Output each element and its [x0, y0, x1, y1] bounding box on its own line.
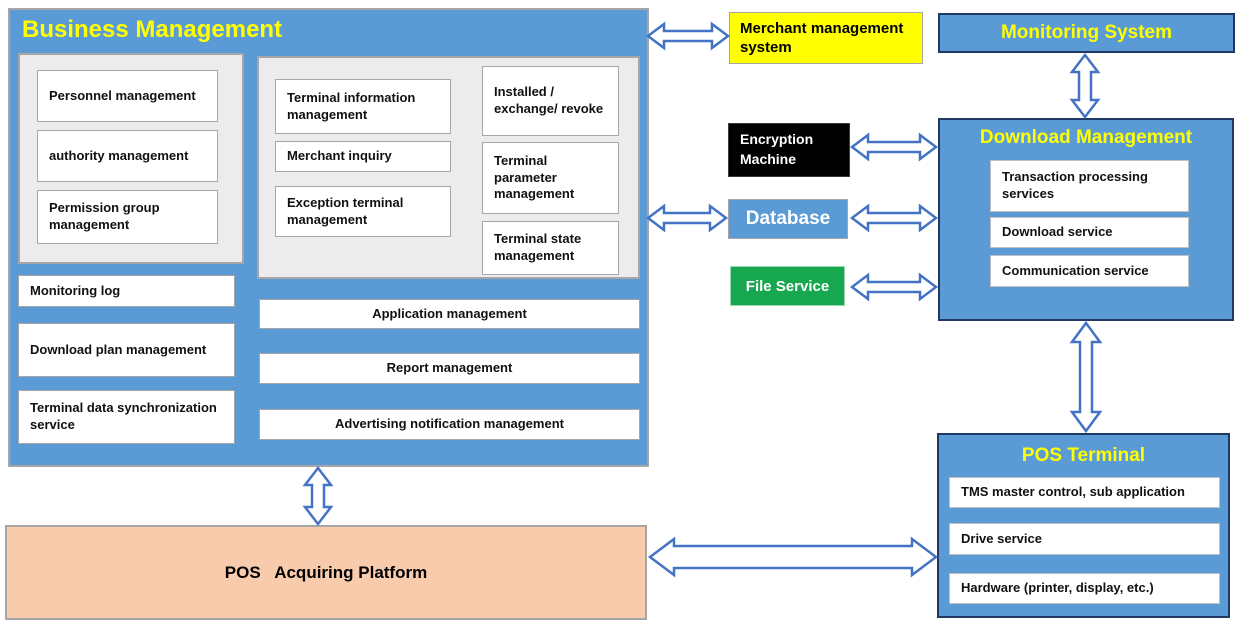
arrow-acquiring-posterminal — [647, 536, 939, 578]
arrow-database-download — [849, 203, 939, 233]
exception-terminal-management-box: Exception terminal management — [275, 186, 451, 237]
download-management-section: Download Management Transaction processi… — [938, 118, 1234, 321]
encryption-machine-box: Encryption Machine — [728, 123, 850, 177]
database-box: Database — [728, 199, 848, 239]
arrow-monitoring-download — [1069, 52, 1101, 120]
terminal-panel: Terminal information management Merchant… — [257, 56, 640, 279]
communication-service-box: Communication service — [990, 255, 1189, 287]
merchant-inquiry-box: Merchant inquiry — [275, 141, 451, 172]
application-management-box: Application management — [259, 299, 640, 329]
arrow-business-acquiring — [302, 465, 334, 527]
monitoring-system-box: Monitoring System — [938, 13, 1235, 53]
personnel-management-box: Personnel management — [37, 70, 218, 122]
file-service-box: File Service — [730, 266, 845, 306]
pos-terminal-section: POS Terminal TMS master control, sub app… — [937, 433, 1230, 618]
encryption-machine-label: Encryption Machine — [740, 131, 814, 167]
transaction-processing-services-box: Transaction processing services — [990, 160, 1189, 212]
arrow-business-database — [645, 203, 729, 233]
admin-panel: Personnel management authority managemen… — [18, 53, 244, 264]
terminal-state-management-box: Terminal state management — [482, 221, 619, 275]
permission-group-management-box: Permission group management — [37, 190, 218, 244]
installed-exchange-revoke-box: Installed / exchange/ revoke — [482, 66, 619, 136]
arrow-fileservice-download — [849, 272, 939, 302]
terminal-information-management-box: Terminal information management — [275, 79, 451, 134]
pos-terminal-title: POS Terminal — [1021, 445, 1146, 466]
tms-master-control-box: TMS master control, sub application — [949, 477, 1220, 508]
merchant-management-system-label: Merchant management system — [740, 19, 904, 57]
authority-management-box: authority management — [37, 130, 218, 182]
report-management-box: Report management — [259, 353, 640, 384]
monitoring-system-title: Monitoring System — [1000, 21, 1172, 43]
arrow-encryption-download — [849, 132, 939, 162]
business-management-section: Business Management Personnel management… — [8, 8, 649, 467]
arrow-business-merchant — [645, 21, 731, 51]
pos-acquiring-platform-label: POS Acquiring Platform — [224, 562, 428, 582]
terminal-data-sync-service-box: Terminal data synchronization service — [18, 390, 235, 444]
arrow-download-posterminal — [1069, 320, 1103, 434]
file-service-label: File Service — [745, 277, 830, 295]
monitoring-log-box: Monitoring log — [18, 275, 235, 307]
database-label: Database — [745, 208, 831, 229]
terminal-parameter-management-box: Terminal parameter management — [482, 142, 619, 214]
drive-service-box: Drive service — [949, 523, 1220, 555]
advertising-notification-management-box: Advertising notification management — [259, 409, 640, 440]
download-management-title: Download Management — [979, 127, 1193, 148]
download-service-box: Download service — [990, 217, 1189, 248]
hardware-box: Hardware (printer, display, etc.) — [949, 573, 1220, 604]
merchant-management-system-box: Merchant management system — [729, 12, 923, 64]
pos-acquiring-platform-box: POS Acquiring Platform — [5, 525, 647, 620]
business-management-title: Business Management — [22, 16, 283, 43]
download-plan-management-box: Download plan management — [18, 323, 235, 377]
